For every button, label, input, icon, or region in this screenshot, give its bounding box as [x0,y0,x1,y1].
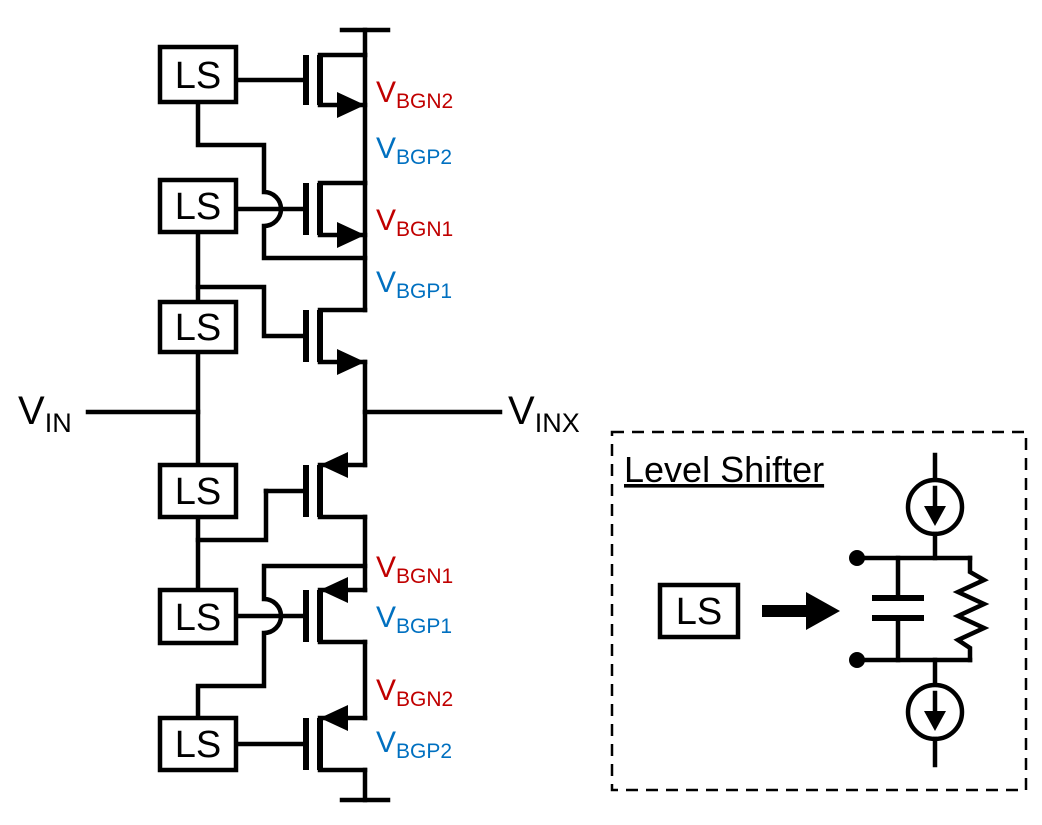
svg-text:LS: LS [175,55,221,97]
ls-block-6: LS [157,715,239,773]
transistor-6 [233,705,368,773]
ls-block-3: LS [157,299,239,355]
transistor-4-arrow [320,452,348,478]
transistor-5 [233,577,368,721]
bias-label-8: VBGP2 [376,726,452,763]
transistor-1 [233,52,368,186]
bias-label-7: VBGN2 [376,674,453,711]
svg-text:LS: LS [175,186,221,228]
svg-text:LS: LS [175,307,221,349]
gate-wiring [195,99,368,721]
arrow-icon [762,592,840,630]
ls-block-5: LS [157,587,239,646]
capacitor-icon [872,555,924,663]
bias-label-4: VBGP1 [376,266,452,303]
current-source-top-icon [905,452,965,561]
bias-label-6: VBGP1 [376,601,452,638]
transistor-3 [303,307,368,468]
transistor-6-arrow [320,705,348,731]
transistor-5-arrow [320,577,348,603]
ls-block-2: LS [157,177,239,235]
svg-text:LS: LS [175,724,221,766]
legend-ls-label: LS [676,591,722,633]
bottom-rail [339,767,391,803]
output-label: VINX [508,389,580,438]
current-source-bottom-icon [905,657,965,768]
transistor-1-arrow [337,92,365,118]
level-shifter-legend: Level Shifter LS [610,430,1028,792]
resistor-icon [952,555,990,663]
legend-title: Level Shifter [624,449,824,490]
bias-label-5: VBGN1 [376,551,453,588]
bias-label-3: VBGN1 [376,204,453,241]
transistor-2-arrow [337,222,365,248]
bias-label-2: VBGP2 [376,132,452,169]
top-rail [339,27,391,58]
bias-label-1: VBGN2 [376,76,453,113]
ls-block-1: LS [157,44,239,105]
input-label: VIN [18,389,72,438]
transistor-2 [233,180,368,313]
ls-block-4: LS [157,462,239,520]
transistor-4 [263,452,368,593]
svg-text:LS: LS [175,597,221,639]
svg-text:LS: LS [175,471,221,513]
transistor-3-arrow [337,349,365,375]
